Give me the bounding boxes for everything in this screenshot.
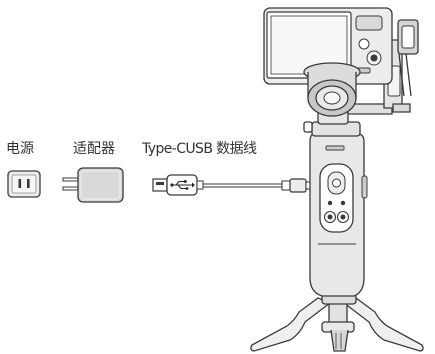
power-outlet-icon xyxy=(7,170,41,198)
usb-cable-label: Type-CUSB 数据线 xyxy=(142,141,257,157)
power-adapter-icon xyxy=(62,167,124,203)
power-source-label: 电源 xyxy=(6,141,34,157)
usb-symbol-icon xyxy=(170,180,195,190)
handheld-gimbal xyxy=(250,7,424,352)
power-adapter-label: 适配器 xyxy=(73,141,115,157)
tripod xyxy=(250,293,424,352)
camera-lens xyxy=(303,62,361,117)
usb-cable xyxy=(152,174,315,196)
gimbal-handle xyxy=(309,133,368,297)
camera xyxy=(263,7,393,85)
